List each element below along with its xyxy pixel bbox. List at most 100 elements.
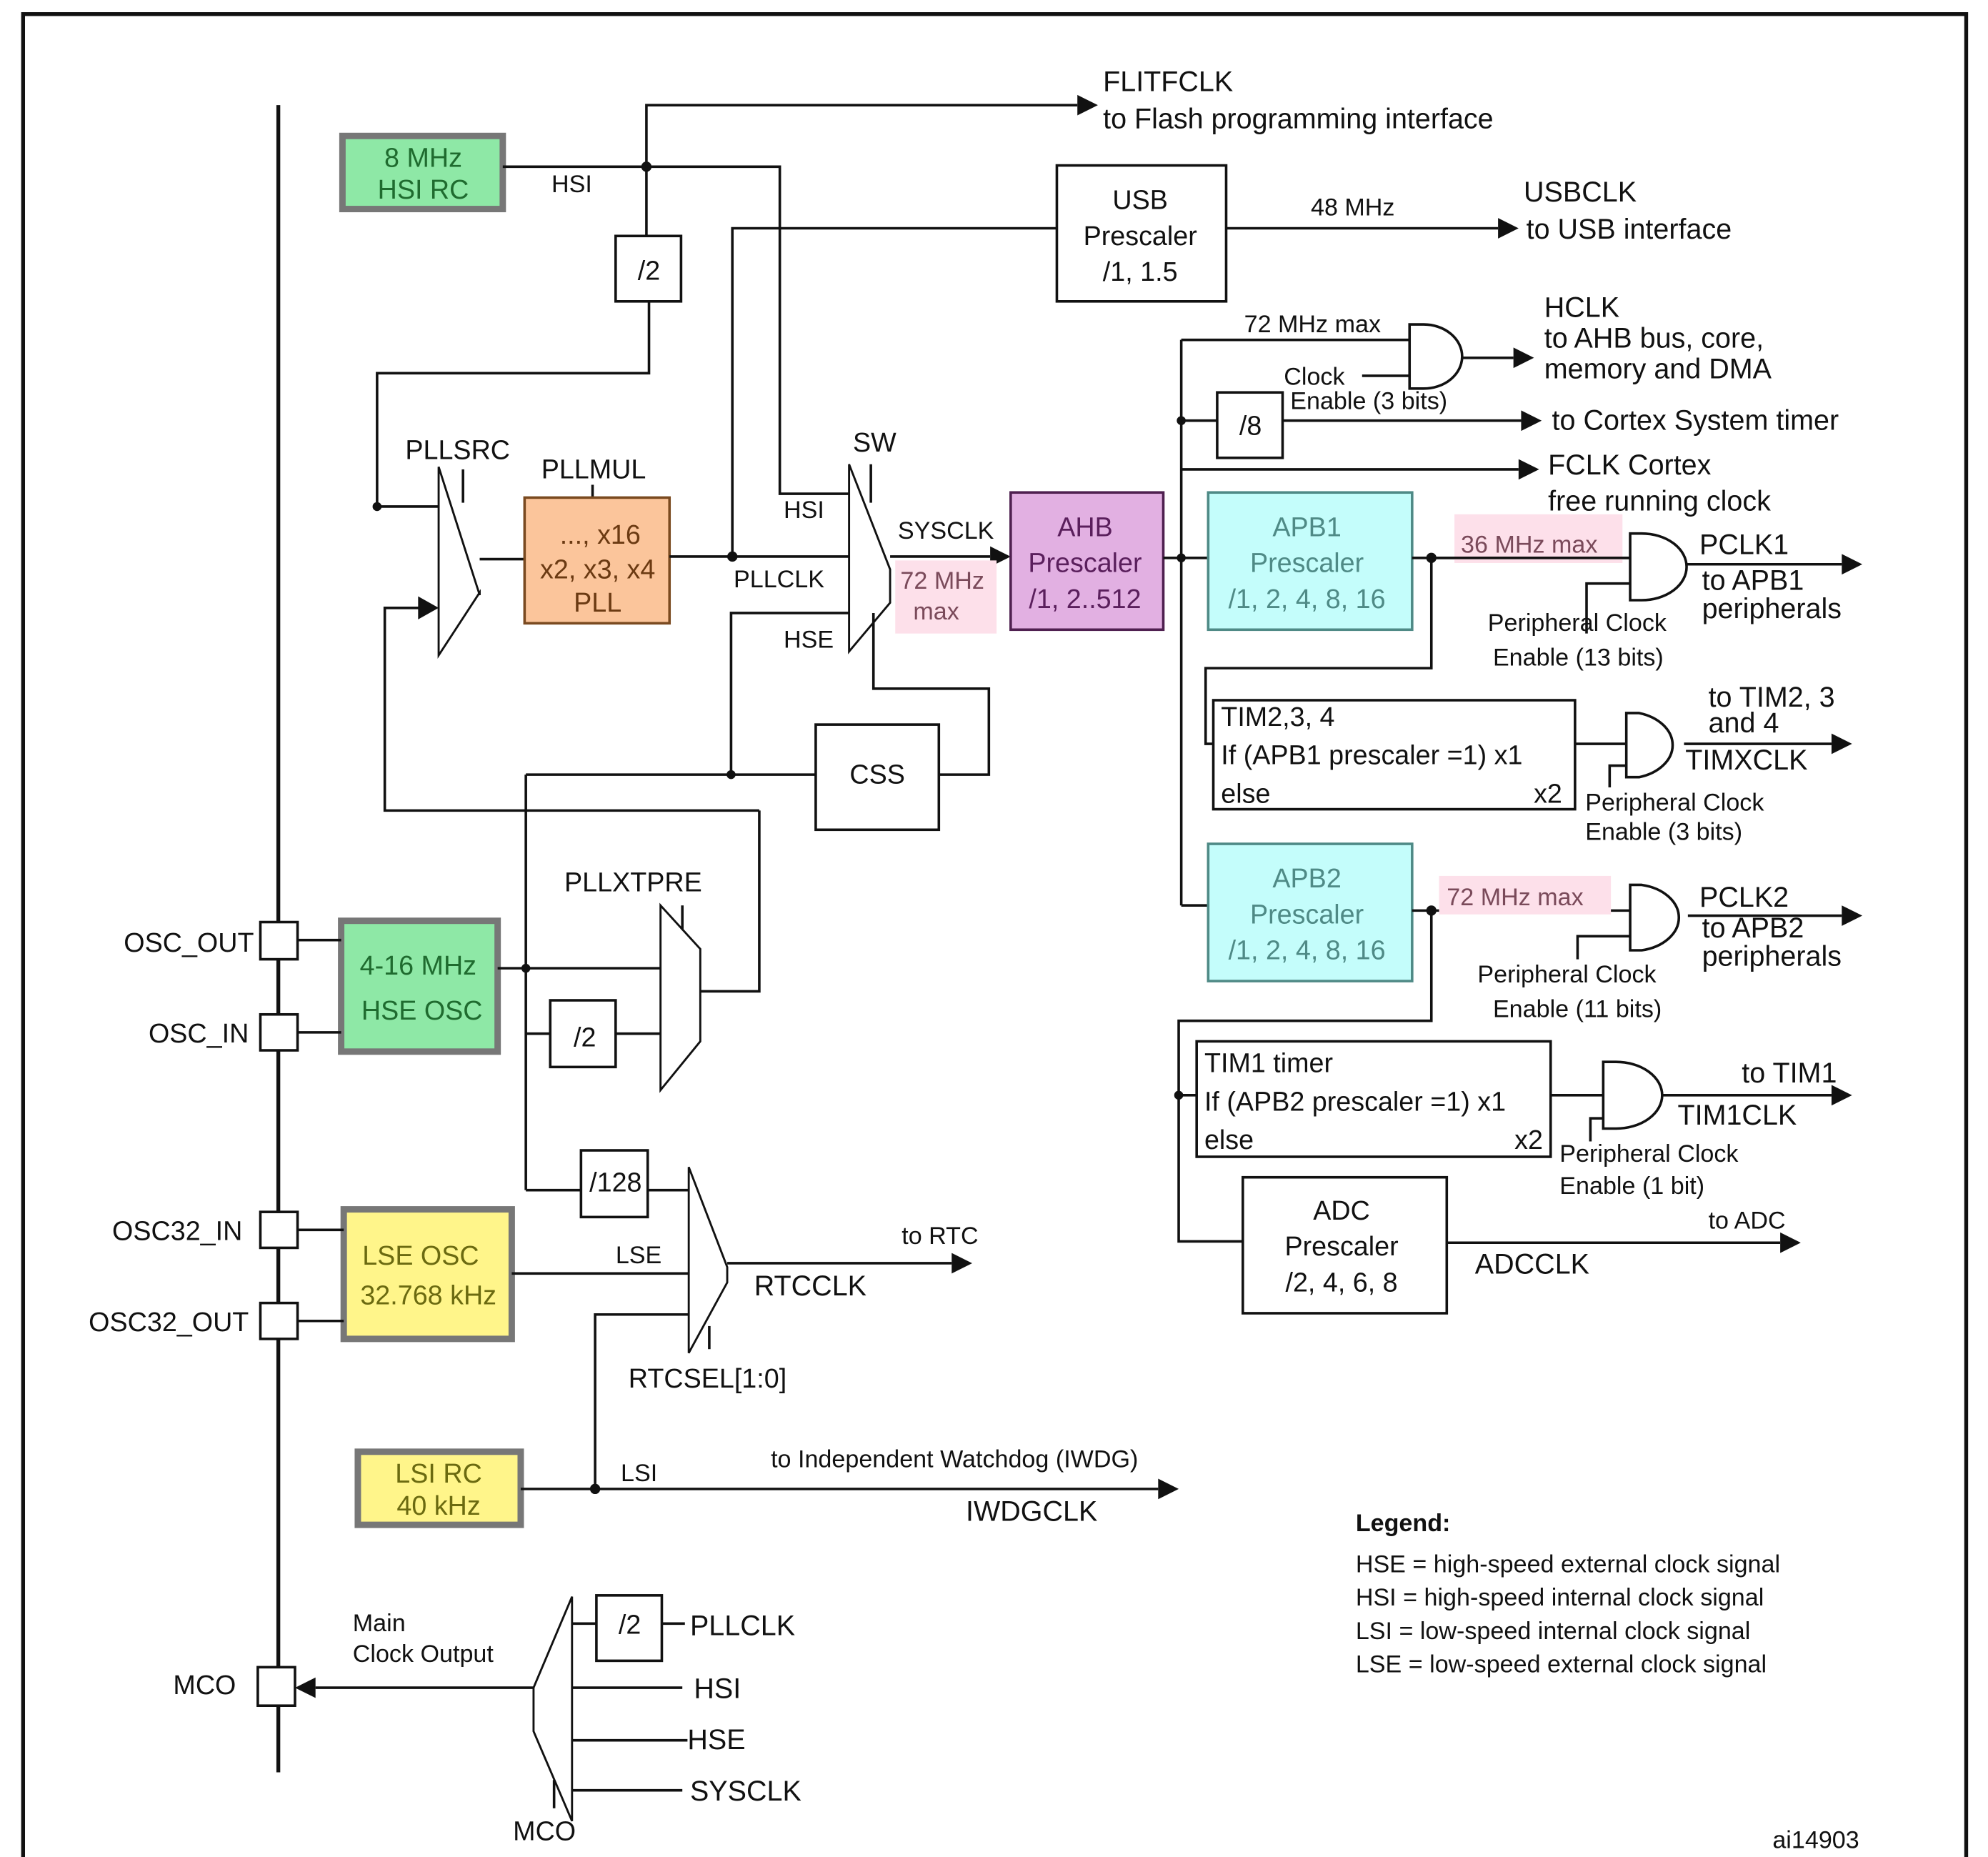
hse-osc-line1: 4-16 MHz — [360, 950, 476, 980]
iwdgclk-label: IWDGCLK — [966, 1496, 1097, 1528]
flitfclk-wire — [645, 104, 1078, 167]
mco-div2-box — [595, 1594, 664, 1663]
lsi-label: LSI — [621, 1460, 657, 1487]
timxclk-label: TIMXCLK — [1685, 745, 1807, 776]
tim1-line3-right: x2 — [1514, 1125, 1543, 1155]
tim234-multiplier-box: TIM2,3, 4 If (APB1 prescaler =1) x1 else… — [1212, 699, 1577, 811]
sw-hse-label: HSE — [784, 626, 834, 653]
fclk-desc: free running clock — [1548, 485, 1771, 517]
css-loop-wire — [871, 612, 991, 776]
adc-line3: /2, 4, 6, 8 — [1285, 1267, 1397, 1297]
rtcclk-label: RTCCLK — [754, 1270, 866, 1302]
pclk1-and-gate — [1629, 532, 1688, 602]
hsi-div2-box — [614, 234, 683, 303]
pclk1-desc2: peripherals — [1702, 593, 1842, 624]
adc-line1: ADC — [1313, 1195, 1370, 1225]
tim1clk-enable-wire — [1589, 1117, 1604, 1142]
hse-osc-line2: HSE OSC — [361, 995, 483, 1025]
lsi-oscillator: LSI RC 40 kHz — [354, 1448, 524, 1528]
pclk1-arrow — [1842, 554, 1863, 575]
junction-dot — [372, 502, 382, 512]
systick-div8-box — [1216, 391, 1284, 459]
pin-mco: MCO — [173, 1670, 236, 1700]
hse-div128-box — [579, 1149, 649, 1219]
hclk-arrow — [1513, 347, 1534, 369]
hsi-oscillator: 8 MHz HSI RC — [339, 132, 506, 213]
pin-osc32-out: OSC32_OUT — [89, 1307, 249, 1337]
hse-oscillator: 4-16 MHz HSE OSC — [338, 917, 501, 1055]
apb1-prescaler: APB1 Prescaler /1, 2, 4, 8, 16 — [1207, 491, 1414, 632]
apb1-line2: Prescaler — [1250, 548, 1364, 578]
usb-freq-label: 48 MHz — [1311, 194, 1394, 221]
tim234-line3: else — [1221, 779, 1270, 809]
pclk2-desc2: peripherals — [1702, 941, 1842, 972]
tim1-line3: else — [1204, 1125, 1254, 1155]
css-label: CSS — [849, 760, 905, 790]
pclk1-enable-wire — [1585, 582, 1631, 634]
mco-desc-line1: Main — [353, 1610, 406, 1637]
lse-osc-line2: 32.768 kHz — [360, 1280, 496, 1310]
ahb-line2: Prescaler — [1028, 548, 1142, 578]
pllsrc-input-arrow — [418, 596, 439, 619]
pclk1-enable-line2: Enable (13 bits) — [1493, 644, 1664, 672]
lsi-osc-line1: LSI RC — [395, 1458, 482, 1488]
pllsrc-label: PLLSRC — [405, 435, 510, 465]
legend-item: LSE = low-speed external clock signal — [1356, 1651, 1767, 1678]
mco-input-hse: HSE — [687, 1724, 745, 1756]
usb-line3: /1, 1.5 — [1103, 257, 1178, 287]
apb1-line1: APB1 — [1272, 512, 1341, 542]
adc-line2: Prescaler — [1284, 1231, 1398, 1261]
hclk-enable-line1: Clock — [1284, 363, 1345, 390]
fclk-arrow — [1518, 459, 1539, 480]
tim234-line3-right: x2 — [1534, 779, 1562, 809]
figure-id: ai14903 — [1772, 1826, 1859, 1853]
mco-input-sysclk: SYSCLK — [690, 1776, 801, 1807]
ahb-line3: /1, 2..512 — [1029, 584, 1141, 614]
tim1-enable-line2: Enable (1 bit) — [1559, 1173, 1704, 1200]
pin-osc-out: OSC_OUT — [124, 927, 254, 957]
pclk2-desc1: to APB2 — [1702, 912, 1804, 944]
tim234-in-wire — [1204, 557, 1433, 745]
fclk-title: FCLK Cortex — [1548, 449, 1711, 481]
hse-div2-box — [549, 999, 617, 1069]
mco-input-hsi: HSI — [694, 1673, 741, 1704]
tim1clk-label: TIM1CLK — [1677, 1100, 1797, 1131]
pllsrc-selector — [437, 466, 481, 659]
apb2-line1: APB2 — [1272, 863, 1341, 893]
legend: Legend: HSE = high-speed external clock … — [1356, 1510, 1780, 1678]
hsi-div2-label: /2 — [638, 255, 660, 285]
pclk2-enable-line2: Enable (11 bits) — [1493, 995, 1662, 1022]
pad-mco — [256, 1666, 296, 1707]
rtcclk-arrow — [951, 1253, 972, 1274]
pad-osc-out — [259, 920, 341, 961]
junction-dot — [726, 770, 736, 780]
rtcsel-label: RTCSEL[1:0] — [629, 1363, 786, 1393]
lse-oscillator: LSE OSC 32.768 kHz — [340, 1206, 515, 1343]
tim1clk-and-gate — [1602, 1060, 1664, 1130]
pclk2-max-highlight — [1439, 875, 1612, 915]
lse-label: LSE — [616, 1242, 661, 1269]
ahb-prescaler: AHB Prescaler /1, 2..512 — [1009, 491, 1165, 632]
usbclk-arrow — [1498, 218, 1519, 239]
hsi-div2-out — [376, 301, 651, 508]
pclk2-arrow — [1842, 905, 1863, 926]
timxclk-enable-wire — [1608, 764, 1627, 788]
pclk2-enable-wire — [1576, 935, 1631, 960]
pllxtpre-mux — [659, 902, 701, 1093]
pllxtpre-out-wire — [700, 810, 761, 993]
adc-prescaler: ADC Prescaler /2, 4, 6, 8 — [1242, 1175, 1449, 1315]
hsi-label: HSI — [551, 171, 592, 198]
tim234-out-line2: and 4 — [1709, 707, 1779, 739]
junction-dot — [521, 963, 531, 973]
tim1-in-wire — [1177, 910, 1433, 1243]
pclk1-max-highlight — [1454, 514, 1623, 563]
apb2-line3: /1, 2, 4, 8, 16 — [1229, 935, 1386, 965]
tim234-line2: If (APB1 prescaler =1) x1 — [1221, 740, 1522, 770]
adc-out-label: to ADC — [1709, 1208, 1786, 1235]
hclk-and-gate-body — [1408, 323, 1464, 390]
systick-label: to Cortex System timer — [1552, 404, 1839, 436]
legend-item: LSI = low-speed internal clock signal — [1356, 1618, 1751, 1645]
pclk1-enable-line1: Peripheral Clock — [1488, 609, 1667, 637]
apb2-line2: Prescaler — [1250, 899, 1364, 929]
